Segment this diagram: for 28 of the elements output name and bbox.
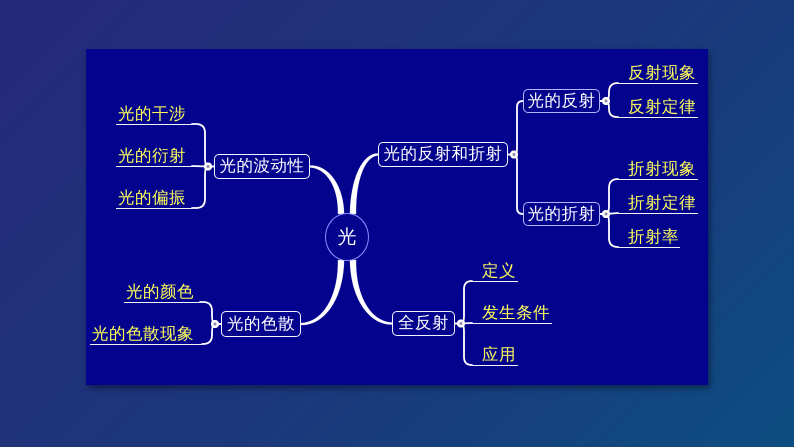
- topic-box: 光的波动性: [214, 154, 310, 179]
- underlined-topic-label: 应用: [472, 344, 518, 366]
- branch-connector: [191, 162, 215, 209]
- underlined-topic-label: 光的颜色: [124, 281, 200, 303]
- subtopic-box: 光的折射: [523, 202, 600, 226]
- underlined-topic-label: 反射定律: [618, 96, 698, 118]
- underlined-topic-label: 折射率: [618, 226, 680, 248]
- underlined-topic-label: 折射现象: [618, 158, 698, 180]
- underlined-topic-label: 光的衍射: [116, 145, 192, 167]
- underlined-topic-label: 光的色散现象: [90, 323, 202, 345]
- branch-connector: [599, 97, 619, 118]
- underlined-topic-label: 发生条件: [472, 302, 552, 324]
- underlined-topic-label: 反射现象: [618, 62, 698, 84]
- branch-connector: [507, 150, 524, 215]
- underlined-topic-label: 折射定律: [618, 192, 698, 214]
- underlined-topic-label: 定义: [472, 260, 518, 282]
- topic-box: 光的色散: [221, 311, 301, 337]
- branch-connector: [201, 320, 222, 345]
- underlined-topic-label: 光的干涉: [116, 103, 192, 125]
- subtopic-box: 光的反射: [523, 89, 600, 113]
- branch-connector: [599, 210, 619, 248]
- topic-box: 光的反射和折射: [378, 142, 508, 167]
- branch-connector: [454, 320, 473, 366]
- curved-branch-connector: [350, 260, 392, 325]
- topic-box: 全反射: [392, 311, 455, 336]
- curved-branch-connector: [300, 260, 344, 326]
- curved-branch-connector: [350, 153, 378, 214]
- underlined-topic-label: 光的偏振: [116, 187, 192, 209]
